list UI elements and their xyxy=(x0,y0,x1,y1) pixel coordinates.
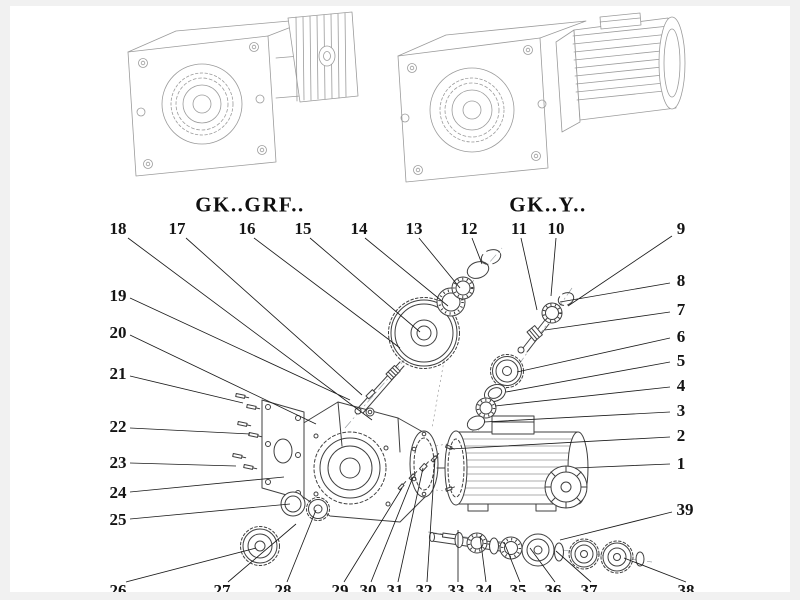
callout-17: 17 xyxy=(168,219,186,238)
callout-22: 22 xyxy=(109,417,127,436)
callout-33: 33 xyxy=(447,581,465,600)
callout-13: 13 xyxy=(405,219,423,238)
centerlines xyxy=(344,247,653,563)
callout-8: 8 xyxy=(676,271,686,290)
callout-19: 19 xyxy=(109,286,127,305)
callout-1: 1 xyxy=(676,454,686,473)
callout-27: 27 xyxy=(213,581,231,600)
callout-37: 37 xyxy=(580,581,598,600)
callout-30: 30 xyxy=(359,581,377,600)
input-rings xyxy=(466,249,502,279)
callout-2: 2 xyxy=(676,426,686,445)
callout-6: 6 xyxy=(676,327,686,346)
output-shaft-assembly xyxy=(429,532,645,574)
leader-lines xyxy=(125,235,687,583)
electric-motor xyxy=(436,415,589,512)
callout-12: 12 xyxy=(460,219,478,238)
callout-28: 28 xyxy=(274,581,292,600)
pinion-shaft-stack xyxy=(466,292,575,431)
callout-35: 35 xyxy=(509,581,527,600)
flange-bolts xyxy=(232,393,263,470)
callout-4: 4 xyxy=(676,376,686,395)
small-gear xyxy=(306,497,330,521)
gearbox-grf-drawing xyxy=(127,11,359,177)
caption-gk-grf: GK..GRF.. xyxy=(195,192,305,217)
callout-16: 16 xyxy=(238,219,256,238)
callout-5: 5 xyxy=(676,351,686,370)
callout-25: 25 xyxy=(109,510,127,529)
callout-9: 9 xyxy=(676,219,686,238)
ring-gear xyxy=(240,526,280,566)
callout-23: 23 xyxy=(109,453,127,472)
callout-21: 21 xyxy=(109,364,127,383)
main-gear xyxy=(388,297,460,369)
callout-36: 36 xyxy=(544,581,562,600)
callout-29: 29 xyxy=(331,581,349,600)
callout-32: 32 xyxy=(415,581,433,600)
bearing-cover xyxy=(280,491,306,517)
callout-26: 26 xyxy=(109,581,127,600)
input-shaft xyxy=(354,361,405,415)
callout-7: 7 xyxy=(676,300,686,319)
callout-31: 31 xyxy=(386,581,404,600)
input-bearings xyxy=(436,276,475,317)
gearbox-y-drawing xyxy=(397,12,686,183)
caption-gk-y: GK..Y.. xyxy=(509,192,587,217)
callout-18: 18 xyxy=(109,219,127,238)
callout-3: 3 xyxy=(676,401,686,420)
callout-34: 34 xyxy=(475,581,493,600)
callout-14: 14 xyxy=(350,219,368,238)
exploded-view-drawing xyxy=(232,247,653,574)
callout-39: 39 xyxy=(676,500,694,519)
callout-38: 38 xyxy=(677,581,695,600)
callout-20: 20 xyxy=(109,323,127,342)
callout-10: 10 xyxy=(547,219,565,238)
callout-24: 24 xyxy=(109,483,127,502)
callout-11: 11 xyxy=(510,219,528,238)
callout-15: 15 xyxy=(294,219,312,238)
